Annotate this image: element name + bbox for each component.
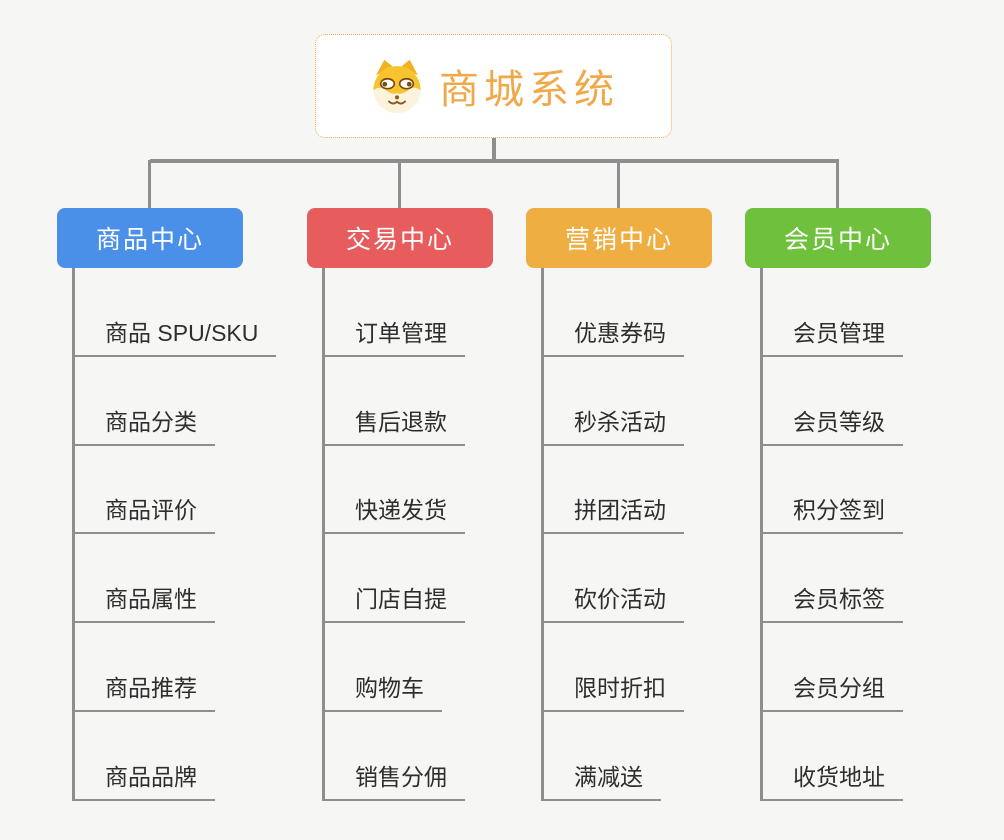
leaf-node[interactable]: 会员管理 [760, 268, 903, 357]
branch-label: 会员中心 [783, 226, 892, 254]
leaf-node[interactable]: 会员分组 [760, 623, 903, 712]
branch-drop-connector [148, 160, 151, 208]
branch-label: 交易中心 [345, 226, 454, 254]
branch-items-column: 会员管理 会员等级 积分签到 会员标签 会员分组 收货地址 [760, 268, 903, 801]
branch-node-member-center[interactable]: 会员中心 [745, 208, 931, 268]
leaf-node[interactable]: 限时折扣 [541, 623, 684, 712]
leaf-label: 会员分组 [760, 669, 903, 712]
branch-items-column: 优惠券码 秒杀活动 拼团活动 砍价活动 限时折扣 满减送 [541, 268, 684, 801]
shiba-dog-icon [373, 59, 421, 114]
leaf-label: 限时折扣 [541, 669, 684, 712]
leaf-node[interactable]: 商品推荐 [72, 623, 276, 712]
leaf-label: 商品 SPU/SKU [72, 314, 277, 357]
leaf-label: 商品分类 [72, 403, 215, 446]
branch-drop-connector [617, 160, 620, 208]
branch-node-product-center[interactable]: 商品中心 [57, 208, 243, 268]
leaf-node[interactable]: 优惠券码 [541, 268, 684, 357]
root-node[interactable]: 商城系统 [315, 34, 672, 138]
leaf-label: 商品评价 [72, 491, 215, 535]
leaf-node[interactable]: 会员标签 [760, 534, 903, 624]
leaf-label: 门店自提 [322, 580, 465, 624]
leaf-label: 销售分佣 [322, 758, 465, 801]
leaf-label: 拼团活动 [541, 491, 684, 535]
leaf-node[interactable]: 商品分类 [72, 357, 276, 446]
leaf-node[interactable]: 秒杀活动 [541, 357, 684, 446]
leaf-node[interactable]: 门店自提 [322, 534, 465, 624]
branch-drop-connector [398, 160, 401, 208]
leaf-node[interactable]: 砍价活动 [541, 534, 684, 624]
leaf-node[interactable]: 商品评价 [72, 446, 276, 535]
leaf-label: 商品属性 [72, 580, 215, 624]
leaf-label: 售后退款 [322, 403, 465, 446]
branch-items-column: 商品 SPU/SKU 商品分类 商品评价 商品属性 商品推荐 商品品牌 [72, 268, 277, 801]
leaf-column-connector [760, 268, 763, 801]
leaf-label: 会员标签 [760, 580, 903, 624]
branch-drop-connector [836, 160, 839, 208]
leaf-label: 商品推荐 [72, 669, 215, 712]
leaf-node[interactable]: 满减送 [541, 712, 684, 801]
leaf-node[interactable]: 订单管理 [322, 268, 465, 357]
leaf-label: 满减送 [541, 758, 661, 801]
leaf-label: 秒杀活动 [541, 403, 684, 446]
leaf-label: 积分签到 [760, 491, 903, 535]
branch-node-marketing-center[interactable]: 营销中心 [526, 208, 712, 268]
leaf-column-connector [541, 268, 544, 801]
leaf-label: 购物车 [322, 669, 442, 712]
leaf-node[interactable]: 售后退款 [322, 357, 465, 446]
root-stem-connector [492, 138, 496, 163]
leaf-label: 优惠券码 [541, 314, 684, 357]
leaf-column-connector [322, 268, 325, 801]
leaf-node[interactable]: 商品品牌 [72, 712, 276, 801]
branch-node-trade-center[interactable]: 交易中心 [307, 208, 493, 268]
leaf-node[interactable]: 商品 SPU/SKU [72, 268, 277, 357]
leaf-node[interactable]: 购物车 [322, 623, 465, 712]
leaf-node[interactable]: 积分签到 [760, 446, 903, 535]
leaf-label: 快递发货 [322, 491, 465, 535]
leaf-node[interactable]: 销售分佣 [322, 712, 465, 801]
root-title: 商城系统 [439, 68, 619, 112]
branch-label: 营销中心 [564, 226, 673, 254]
leaf-node[interactable]: 商品属性 [72, 534, 276, 624]
branch-bus-connector [150, 159, 839, 163]
leaf-node[interactable]: 快递发货 [322, 446, 465, 535]
leaf-label: 商品品牌 [72, 758, 215, 801]
leaf-label: 收货地址 [760, 758, 903, 801]
leaf-node[interactable]: 拼团活动 [541, 446, 684, 535]
leaf-column-connector [72, 268, 75, 801]
branch-label: 商品中心 [95, 226, 204, 254]
leaf-label: 会员管理 [760, 314, 903, 357]
leaf-node[interactable]: 会员等级 [760, 357, 903, 446]
leaf-label: 砍价活动 [541, 580, 684, 624]
leaf-label: 订单管理 [322, 314, 465, 357]
branch-items-column: 订单管理 售后退款 快递发货 门店自提 购物车 销售分佣 [322, 268, 465, 801]
leaf-node[interactable]: 收货地址 [760, 712, 903, 801]
leaf-label: 会员等级 [760, 403, 903, 446]
